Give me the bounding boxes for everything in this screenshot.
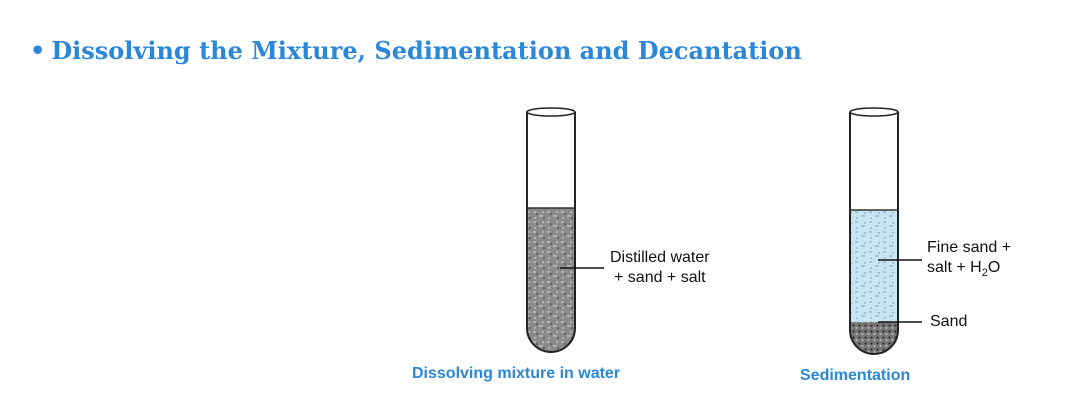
- right-test-tube: [849, 107, 899, 355]
- caption-sedimentation: Sedimentation: [800, 367, 911, 384]
- left-tube-label: Distilled water + sand + salt: [610, 248, 710, 288]
- caption-dissolving: Dissolving mixture in water: [412, 365, 621, 382]
- left-test-tube: [526, 107, 576, 353]
- bullet: •: [30, 36, 46, 65]
- section-heading: •Dissolving the Mixture, Sedimentation a…: [30, 36, 802, 65]
- right-label-line2: salt + H2O: [927, 259, 1001, 280]
- right-label-line1: Fine sand +: [927, 239, 1012, 256]
- right-tube-liquid-label: Fine sand + salt + H2O: [927, 238, 1011, 283]
- right-tube-sand-label: Sand: [930, 313, 968, 330]
- left-label-line2: + sand + salt: [614, 269, 706, 286]
- left-label-line1: Distilled water: [610, 249, 710, 266]
- heading-text: Dissolving the Mixture, Sedimentation an…: [51, 36, 802, 65]
